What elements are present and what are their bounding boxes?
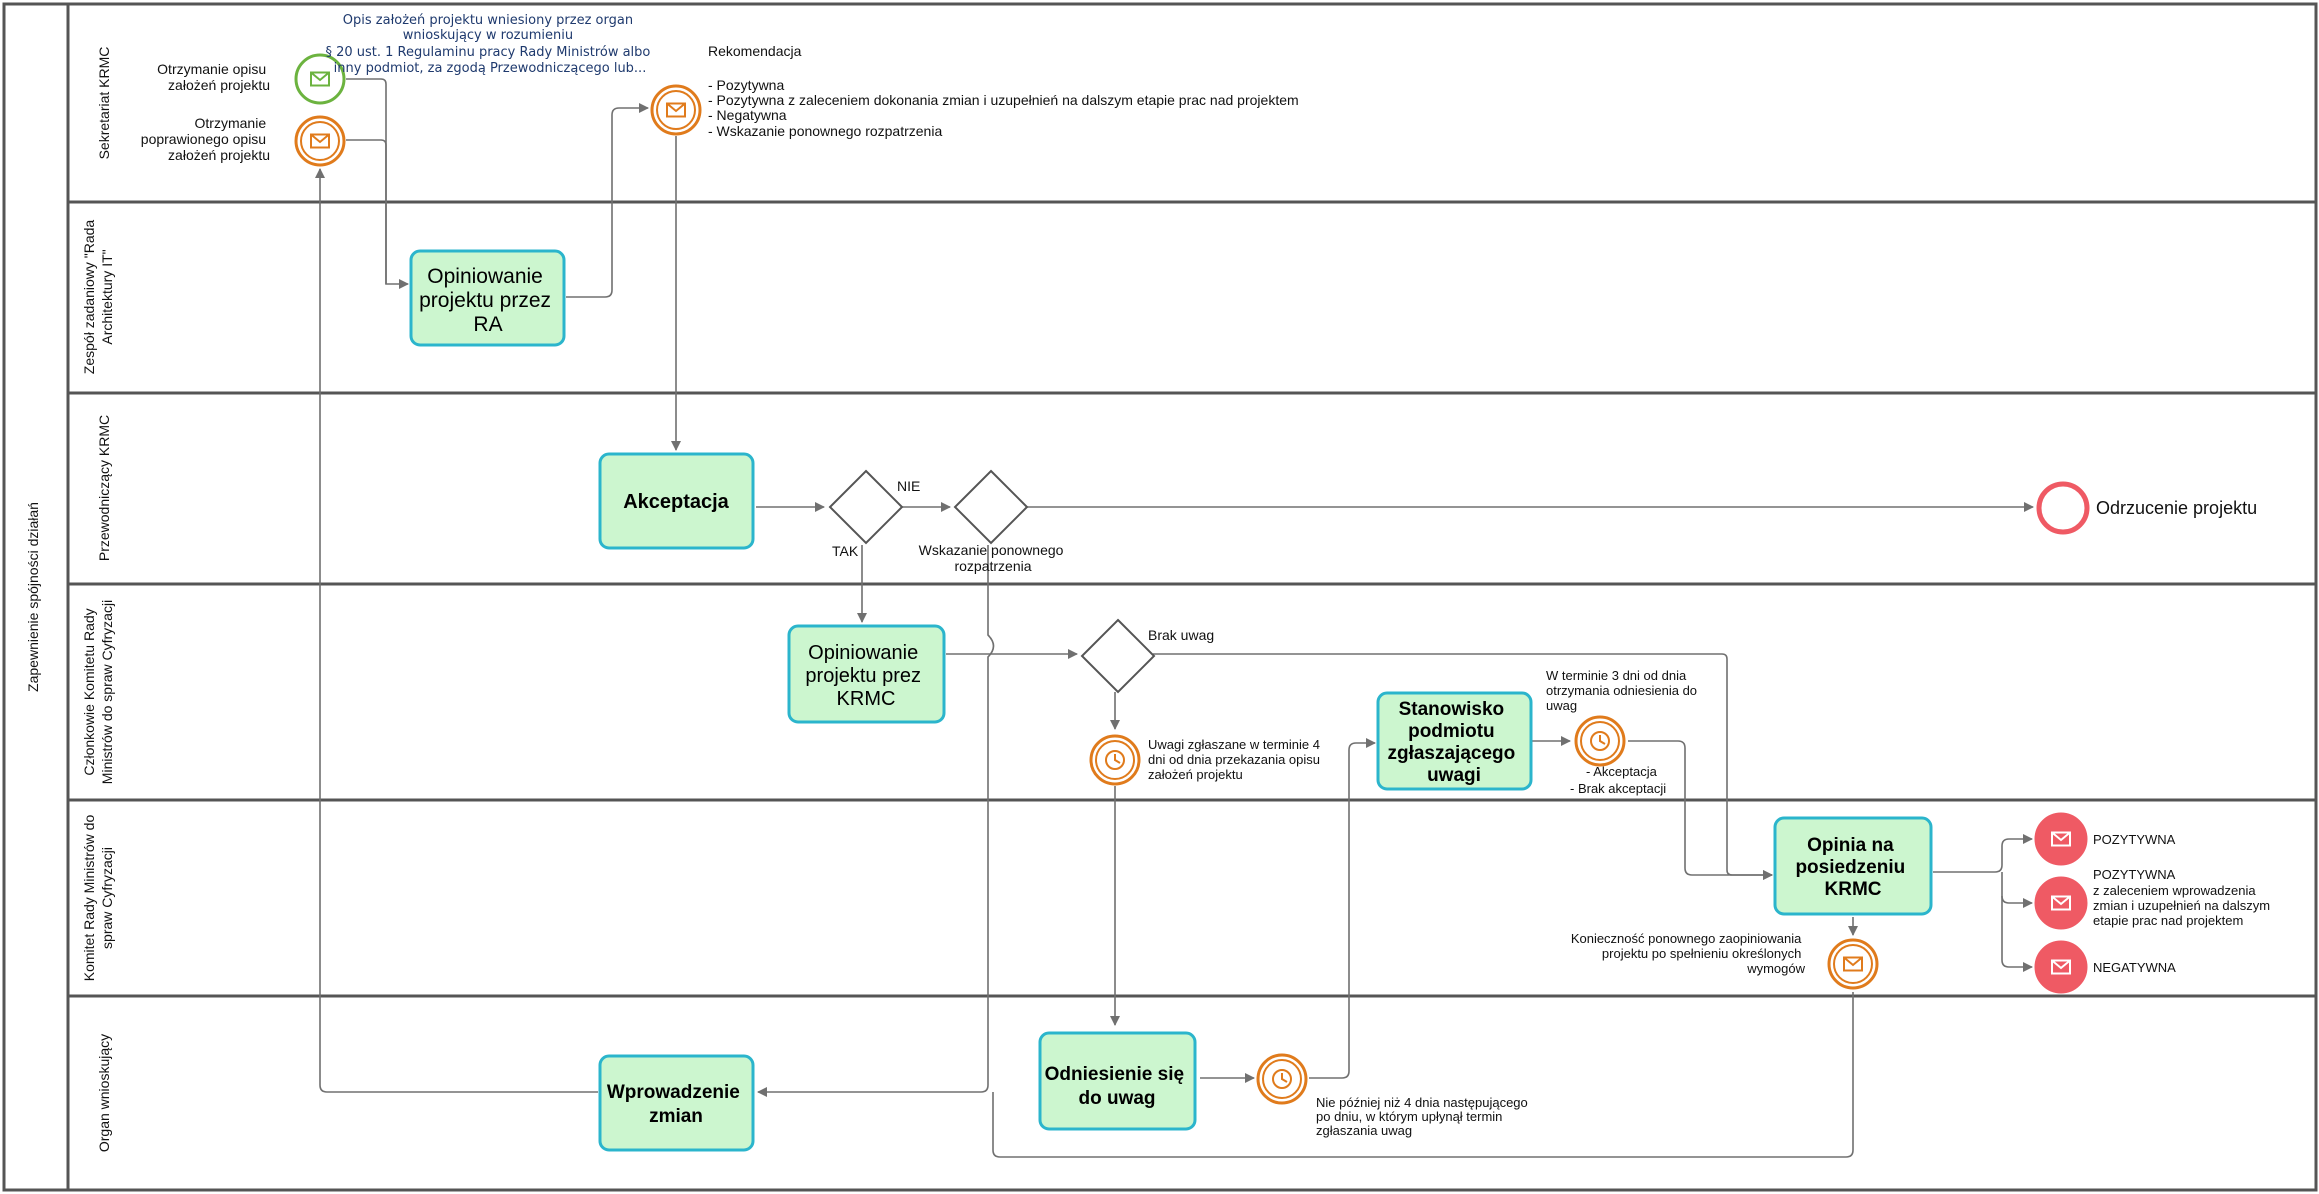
gateway-2-label: Wskazanie ponownego rozpatrzenia bbox=[919, 542, 1068, 574]
end-negatywna-label: NEGATYWNA bbox=[2093, 960, 2176, 975]
lane-label-line: Ministrów do spraw Cyfryzacji bbox=[99, 600, 115, 784]
receive-corrected-label: Otrzymanie poprawionego opisu założeń pr… bbox=[141, 115, 270, 163]
svg-text:Stanowisko podmiotu: Stanowisko podmiotu zgłaszającego uwagi bbox=[1387, 699, 1520, 786]
pool-title: Zapewnienie spójności działań bbox=[25, 502, 41, 692]
timer-3-dni-label: W terminie 3 dni od dnia otrzymania odni… bbox=[1546, 668, 1701, 713]
lane-label-line: Organ wnioskujący bbox=[96, 1034, 112, 1152]
end-event-reject[interactable] bbox=[2036, 481, 2090, 535]
timer-odniesienie-label: Nie później niż 4 dnia następującego po … bbox=[1316, 1095, 1531, 1138]
timer-uwagi-label: Uwagi zgłaszane w terminie 4 dni od dnia… bbox=[1148, 737, 1324, 782]
gateway-ponowne-rozpatrzenie[interactable] bbox=[953, 469, 1029, 545]
flow-timer-to-opinia[interactable] bbox=[1628, 740, 1773, 880]
lane-label-sekretariat: Sekretariat KRMC bbox=[96, 47, 112, 160]
gateway-akceptacja-decision[interactable] bbox=[828, 469, 904, 545]
lane-label-line: Architektury IT" bbox=[99, 249, 115, 344]
timer-3-dni-outcomes: - Akceptacja - Brak akceptacji bbox=[1570, 764, 1666, 796]
intermediate-event-koniecznosc[interactable] bbox=[1827, 938, 1879, 990]
task-odniesienie[interactable]: Odniesienie się do uwag bbox=[1038, 1031, 1197, 1131]
lane-label-komitet: Komitet Rady Ministrów do spraw Cyfryzac… bbox=[81, 815, 115, 982]
lane-label-line: Komitet Rady Ministrów do bbox=[81, 815, 97, 982]
lane-label-line: Zespół zadaniowy "Rada bbox=[81, 220, 97, 375]
sequence-flows bbox=[315, 78, 2034, 1158]
lane-label-przewodniczacy: Przewodniczący KRMC bbox=[96, 415, 112, 561]
task-opinia-posiedzenie[interactable]: Opinia na posiedzeniu KRMC bbox=[1773, 816, 1933, 916]
lane-label-line: Sekretariat KRMC bbox=[96, 47, 112, 160]
task-opiniowanie-ra[interactable]: Opiniowanie projektu przez RA bbox=[409, 249, 566, 347]
recommendation-title: Rekomendacja bbox=[708, 43, 802, 59]
end-zalecenie-label: POZYTYWNA z zaleceniem wprowadzenia zmia… bbox=[2093, 867, 2274, 928]
flow-wprowadzenie-to-receive-corrected[interactable] bbox=[315, 168, 598, 1093]
start-event-receive-label: Otrzymanie opisu założeń projektu bbox=[157, 61, 270, 93]
svg-text:Opiniowanie projektu prz: Opiniowanie projektu przez RA bbox=[419, 265, 557, 336]
end-event-reject-label: Odrzucenie projektu bbox=[2096, 498, 2257, 518]
svg-text:Opiniowanie projektu pre: Opiniowanie projektu prez KRMC bbox=[805, 642, 926, 710]
intermediate-event-recommendation[interactable] bbox=[650, 84, 702, 136]
flow-gateway-2-to-wprowadzenie[interactable] bbox=[757, 545, 995, 1097]
timer-event-uwagi[interactable] bbox=[1089, 734, 1141, 786]
lane-label-line: Przewodniczący KRMC bbox=[96, 415, 112, 561]
task-akceptacja[interactable]: Akceptacja bbox=[598, 452, 755, 550]
start-event-receive[interactable] bbox=[294, 53, 346, 105]
end-event-zalecenie[interactable] bbox=[2034, 876, 2088, 930]
flow-opinia-to-pozytywna[interactable] bbox=[1933, 834, 2033, 873]
svg-text:Akceptacja: Akceptacja bbox=[623, 491, 729, 513]
koniecznosc-label: Konieczność ponownego zaopiniowania proj… bbox=[1571, 931, 1806, 976]
flow-timer-to-stanowisko[interactable] bbox=[1309, 738, 1376, 1079]
end-pozytywna-label: POZYTYWNA bbox=[2093, 832, 2176, 847]
lane-label-organ: Organ wnioskujący bbox=[96, 1034, 112, 1152]
recommendation-items: - Pozytywna - Pozytywna z zaleceniem dok… bbox=[708, 77, 1303, 139]
gateway-1-yes-label: TAK bbox=[832, 543, 859, 559]
intermediate-event-receive-corrected[interactable] bbox=[294, 115, 346, 167]
lane-label-line: spraw Cyfryzacji bbox=[99, 847, 115, 949]
timer-event-3-dni[interactable] bbox=[1574, 715, 1626, 767]
svg-text:Opinia na posiedzeniu: Opinia na posiedzeniu KRMC bbox=[1795, 835, 1910, 900]
svg-text:Wprowadzenie zmian: Wprowadzenie zmian bbox=[607, 1082, 745, 1127]
gateway-1-no-label: NIE bbox=[897, 478, 920, 494]
flow-opinia-to-negatywna[interactable] bbox=[2001, 896, 2033, 972]
flow-receive-corrected-to-opiniowanie-ra[interactable] bbox=[346, 139, 387, 284]
gateway-3-label: Brak uwag bbox=[1148, 627, 1214, 643]
end-event-negatywna[interactable] bbox=[2034, 940, 2088, 994]
task-opiniowanie-krmc[interactable]: Opiniowanie projektu prez KRMC bbox=[787, 624, 946, 724]
pool-title-text: Zapewnienie spójności działań bbox=[25, 502, 41, 692]
flow-start-to-opiniowanie-ra[interactable] bbox=[346, 78, 409, 289]
task-stanowisko[interactable]: Stanowisko podmiotu zgłaszającego uwagi bbox=[1376, 691, 1533, 791]
gateway-uwagi[interactable] bbox=[1080, 618, 1156, 694]
annotation-opis-zalozen: Opis założeń projektu wniesiony przez or… bbox=[325, 13, 654, 76]
flow-koniecznosc-to-wprowadzenie[interactable] bbox=[992, 992, 1854, 1158]
lane-label-line: Członkowie Komitetu Rady bbox=[81, 608, 97, 775]
task-wprowadzenie-zmian[interactable]: Wprowadzenie zmian bbox=[598, 1054, 755, 1152]
svg-text:Odniesienie się do uwag: Odniesienie się do uwag bbox=[1045, 1064, 1190, 1109]
flow-opiniowanie-ra-to-recommendation[interactable] bbox=[566, 103, 649, 298]
lane-label-czlonkowie: Członkowie Komitetu Rady Ministrów do sp… bbox=[81, 600, 115, 784]
lane-label-zespol: Zespół zadaniowy "Rada Architektury IT" bbox=[81, 220, 115, 375]
end-event-pozytywna[interactable] bbox=[2034, 812, 2088, 866]
timer-event-odniesienie[interactable] bbox=[1256, 1053, 1308, 1105]
